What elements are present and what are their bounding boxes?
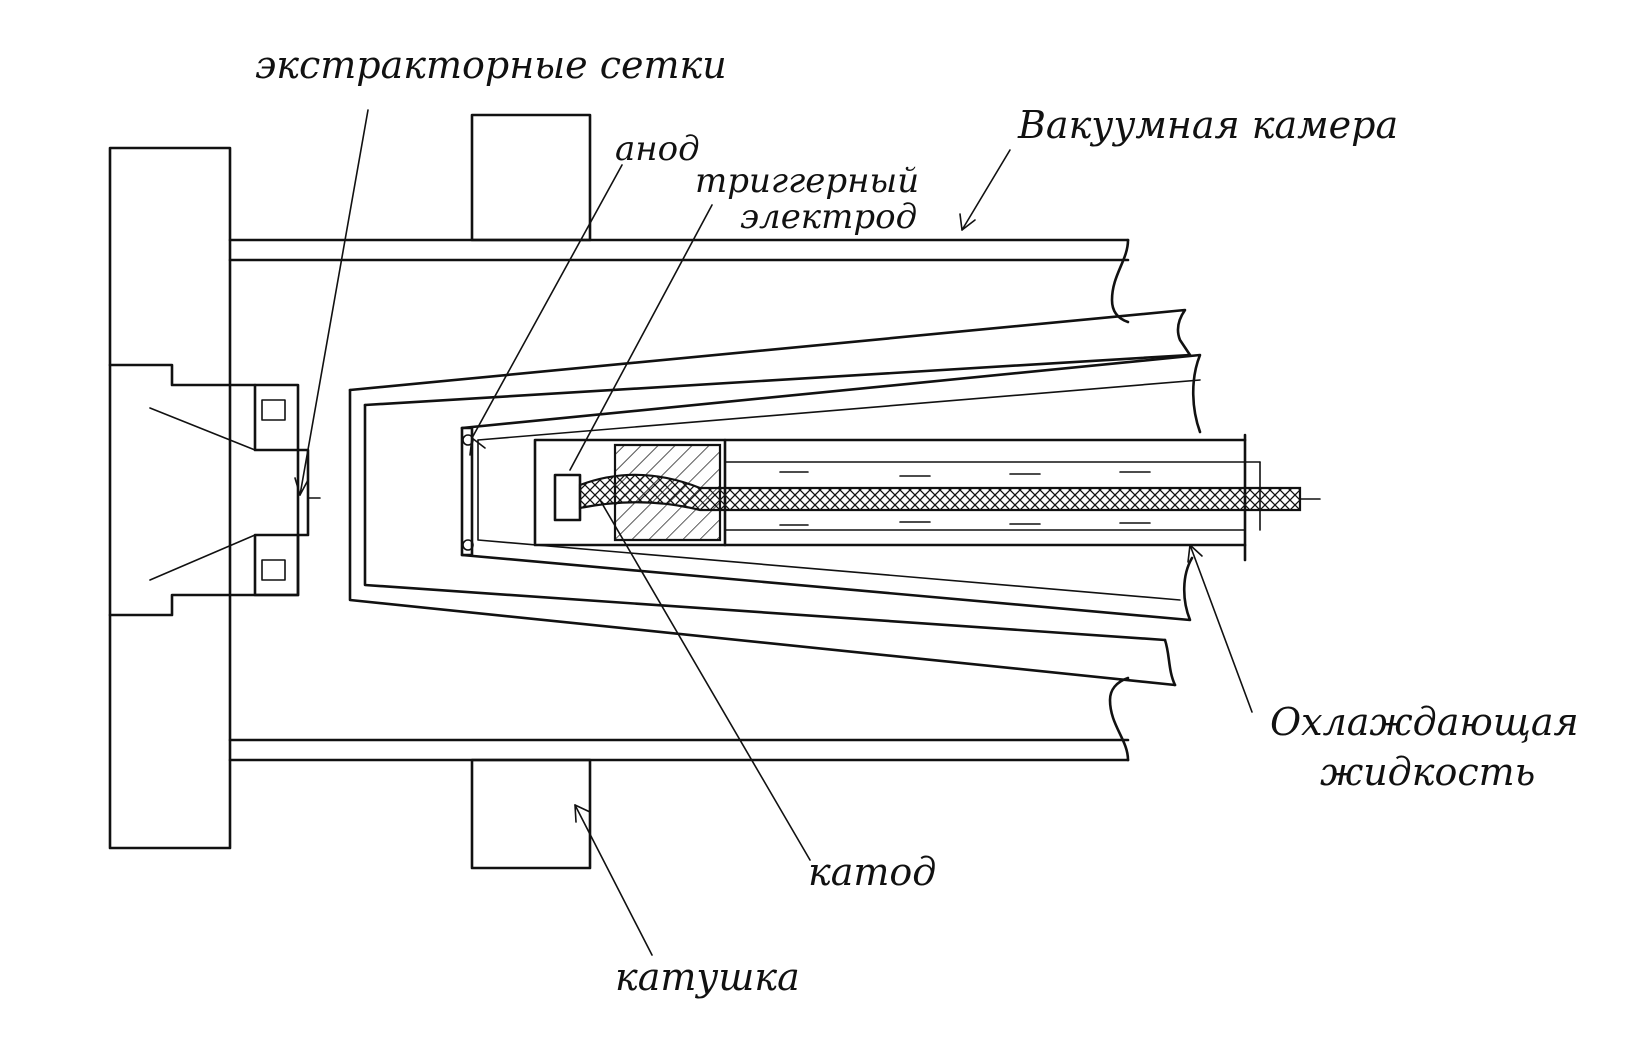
left-flange (108, 146, 232, 850)
coil-top (470, 113, 592, 242)
arrowheads (294, 213, 1203, 823)
anode (460, 426, 474, 557)
vacuum-chamber (228, 238, 1130, 762)
coil-bottom (470, 758, 592, 870)
label-cooling-liquid-2: жидкость (1320, 750, 1535, 794)
label-trigger-electrode-1: триггерный (695, 161, 919, 201)
outer-cone (348, 308, 1192, 687)
label-trigger-electrode-2: электрод (740, 197, 917, 237)
label-vacuum-chamber: Вакуумная камера (1017, 103, 1398, 147)
label-cathode: катод (808, 850, 936, 894)
extractor-grids (108, 363, 310, 617)
leader-lines (299, 109, 1253, 956)
label-extractor-grids: экстракторные сетки (255, 43, 727, 87)
label-coil: катушка (615, 955, 800, 999)
inner-cone (460, 353, 1202, 622)
cathode-cable (578, 473, 1321, 512)
label-cooling-liquid-1: Охлаждающая (1270, 700, 1579, 744)
label-anode: анод (615, 129, 700, 169)
